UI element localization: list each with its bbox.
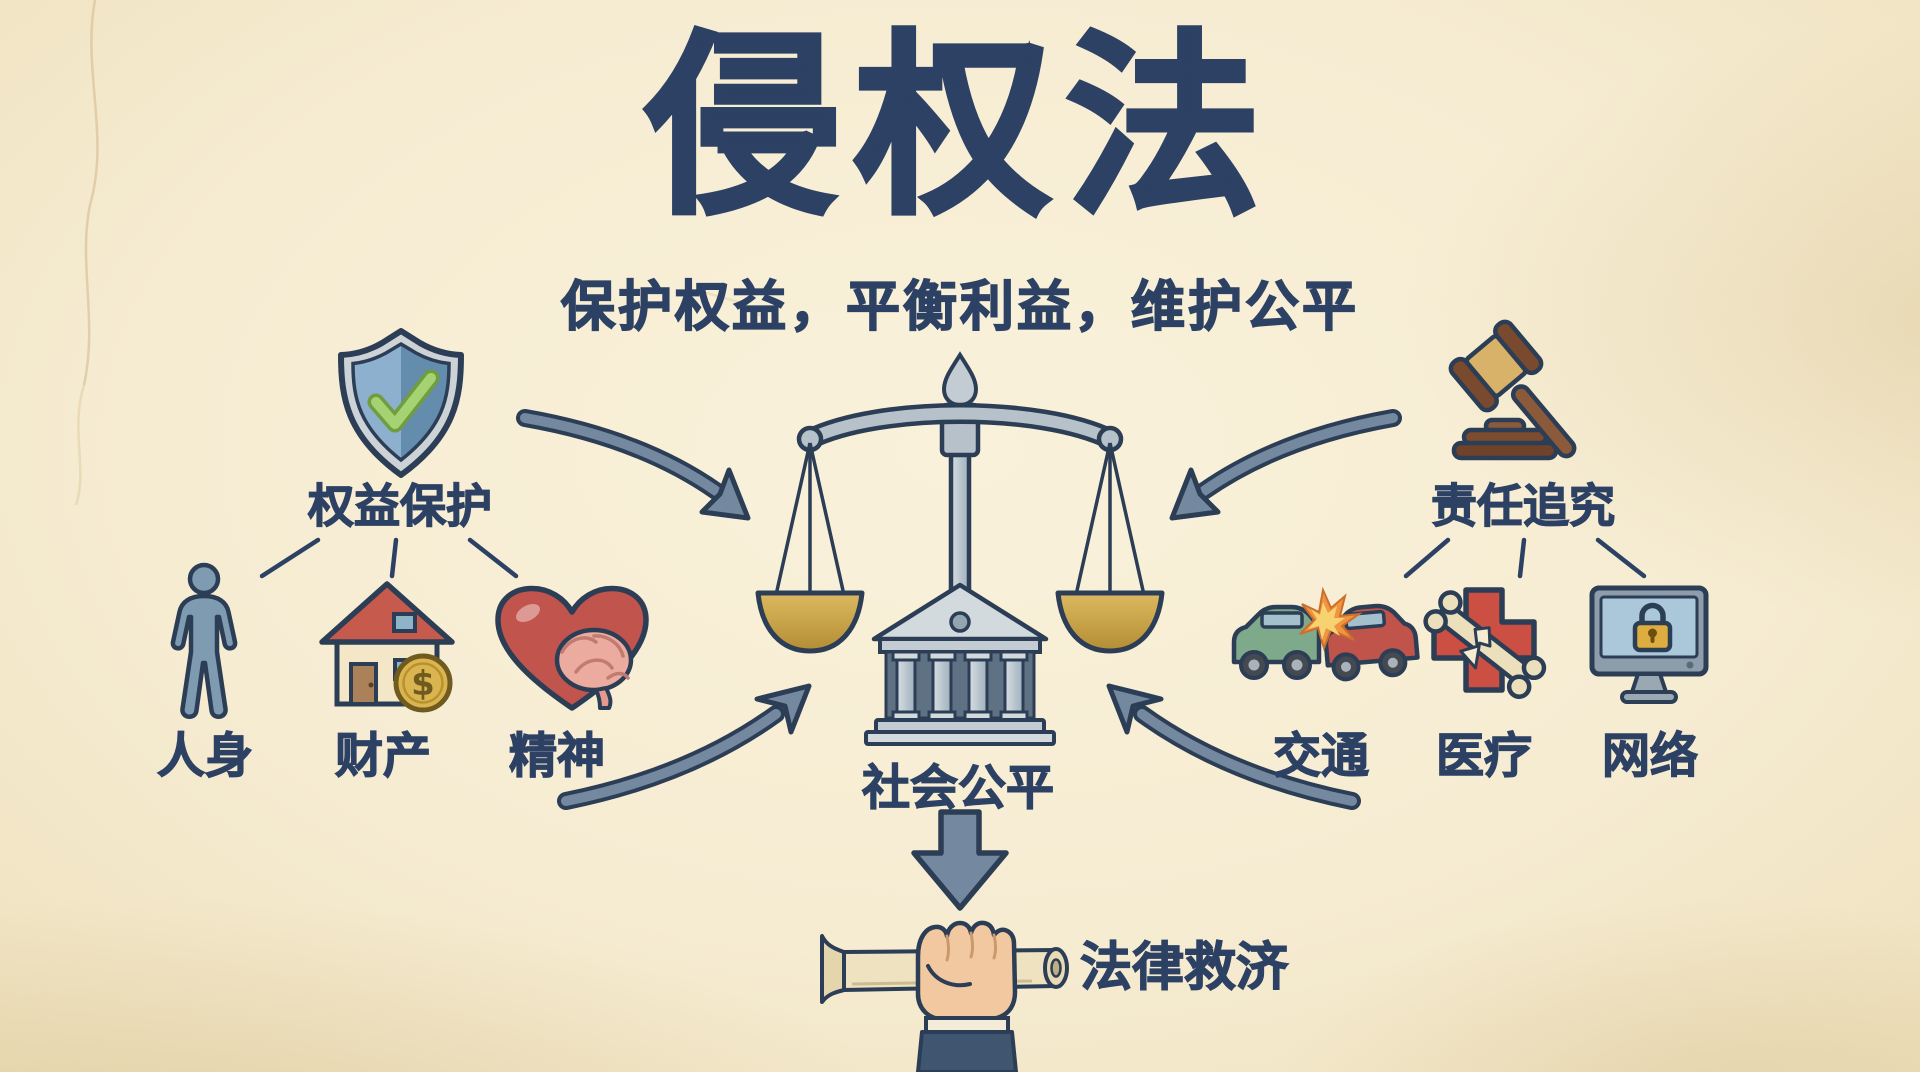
computer-lock-icon xyxy=(1589,585,1709,704)
item-label-medical: 医疗 xyxy=(1435,727,1532,784)
left-branch-label: 权益保护 xyxy=(307,478,492,533)
person-icon xyxy=(170,562,238,720)
down-arrow xyxy=(911,809,1009,911)
right-branch-label: 责任追究 xyxy=(1430,478,1615,533)
page-title: 侵权法 xyxy=(643,14,1275,242)
left-connector-lines xyxy=(259,537,519,579)
item-label-mental: 精神 xyxy=(508,727,605,784)
scales-courthouse-icon xyxy=(755,351,1165,746)
legal-remedy-label: 法律救济 xyxy=(1079,937,1289,998)
item-label-person: 人身 xyxy=(156,727,253,784)
hand-scroll-icon xyxy=(820,920,1069,1072)
arrow-gavel-to-scale xyxy=(1169,409,1402,521)
medical-cross-bone-icon xyxy=(1423,587,1547,699)
gavel-icon xyxy=(1448,319,1577,461)
svg-text:$: $ xyxy=(411,664,435,704)
center-label: 社会公平 xyxy=(861,759,1054,816)
shield-check-icon xyxy=(338,328,464,478)
car-crash-icon xyxy=(1231,586,1420,682)
arrow-left-items-to-center xyxy=(557,683,812,810)
right-connector-lines xyxy=(1403,537,1647,579)
item-label-property: 财产 xyxy=(334,727,431,784)
parchment-crack-lines xyxy=(74,0,761,506)
item-label-traffic: 交通 xyxy=(1272,727,1369,784)
page-subtitle: 保护权益，平衡利益，维护公平 xyxy=(560,274,1359,339)
arrow-right-items-to-center xyxy=(1106,683,1361,810)
arrow-shield-to-scale xyxy=(516,409,751,521)
item-label-network: 网络 xyxy=(1601,727,1698,784)
heart-brain-icon xyxy=(495,585,649,711)
house-coin-icon: $ xyxy=(319,581,455,713)
